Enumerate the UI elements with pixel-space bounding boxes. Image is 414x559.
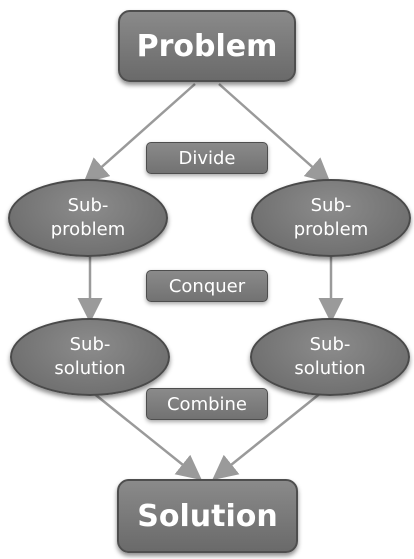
subsolution-left-line1: Sub-: [69, 334, 111, 355]
subsolution-right-line1: Sub-: [309, 334, 351, 355]
arrow-subsolution-left-to-solution: [91, 391, 202, 481]
subsolution-left-line2: solution: [54, 358, 126, 379]
solution-node: Solution: [117, 479, 298, 553]
problem-node: Problem: [118, 10, 296, 82]
subproblem-right-line2: problem: [293, 219, 369, 240]
subproblem-left-line2: problem: [50, 219, 126, 240]
divide-label: Divide: [178, 147, 236, 169]
arrow-problem-to-subproblem-right: [218, 83, 331, 184]
conquer-label: Conquer: [168, 275, 246, 297]
subsolution-right-line2: solution: [294, 358, 366, 379]
subproblem-left-node: Sub- problem: [8, 179, 168, 257]
arrow-problem-to-subproblem-left: [83, 83, 196, 184]
problem-label: Problem: [136, 28, 278, 64]
solution-label: Solution: [137, 498, 278, 534]
combine-label-box: Combine: [146, 388, 268, 420]
subsolution-right-node: Sub- solution: [250, 318, 410, 396]
conquer-label-box: Conquer: [146, 270, 268, 302]
subsolution-left-node: Sub- solution: [10, 318, 170, 396]
subproblem-right-line1: Sub-: [310, 195, 352, 216]
subproblem-left-line1: Sub-: [67, 195, 109, 216]
divide-label-box: Divide: [146, 142, 268, 174]
subproblem-right-node: Sub- problem: [251, 179, 411, 257]
arrow-subsolution-right-to-solution: [212, 391, 323, 481]
combine-label: Combine: [166, 393, 248, 415]
